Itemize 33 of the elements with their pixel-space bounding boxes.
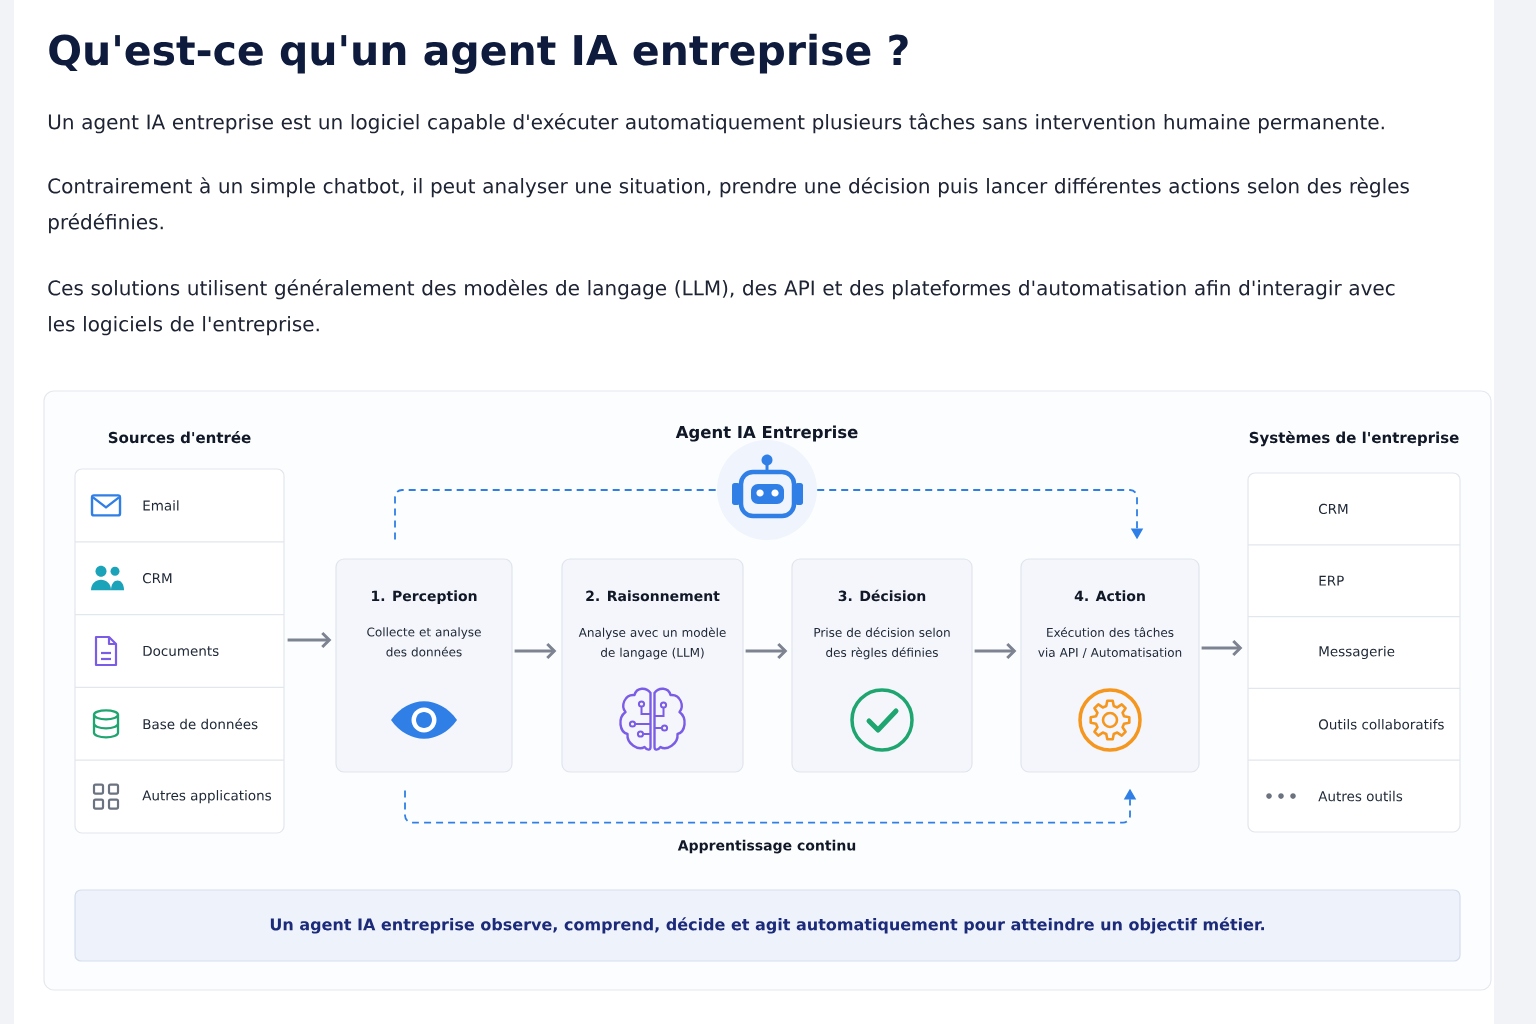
step-title: 4. Action [1074,590,1145,602]
arrow [514,642,557,660]
item-label: CRM [142,573,172,584]
summary-box: Un agent IA entreprise observe, comprend, décide et agit automatiquement pour atteindre un objectif métier. [74,889,1461,962]
paragraph: Ces solutions utilisent généralement des modèles de langage (LLM), des API et des plateformes d'automatisation afin d'interagir avec les logiciels de l'entreprise. [48,279,1395,336]
paragraph: Contrairement à un simple chatbot, il peut analyser une situation, prendre une décision puis lancer différentes actions selon des règles prédéfinies. [48,177,1409,234]
item-label: ERP [1319,575,1344,586]
step-description: Collecte et analyse des données [367,627,481,657]
step-description: Analyse avec un modèle de langage (LLM) [578,627,726,660]
item-label: Base de données [143,718,258,730]
arrow [1201,639,1243,657]
column-heading: Systèmes de l'entreprise [1249,431,1459,447]
step-title: 1. Perception [372,590,477,604]
paragraph: Un agent IA entreprise est un logiciel capable d'exécuter automatiquement plusieurs tâches sans intervention humaine permanente. [48,113,1384,134]
item-label: Documents [143,645,219,656]
step-title: 3. Décision [838,589,926,602]
item-label: Messagerie [1319,645,1395,660]
dashed-connector-line [394,489,718,541]
page-title: Qu'est-ce qu'un agent IA entreprise ? [49,33,908,74]
step-title: 2. Raisonnement [586,590,720,602]
arrow [745,642,788,660]
arrow [287,631,332,649]
robot-icon [717,440,817,540]
step-description: Prise de décision selon des règles définies [814,627,950,660]
item-label: Autres outils [1318,790,1403,802]
section-heading: Agent IA Entreprise [675,425,858,442]
arrow [974,642,1017,660]
step-description: Exécution des tâches via API / Automatisation [1038,627,1182,658]
item-label: Email [143,500,179,511]
item-label: Outils collaboratifs [1318,719,1444,730]
item-label: CRM [1318,503,1348,514]
column-heading: Sources d'entrée [108,431,251,444]
item-label: Autres applications [142,790,272,804]
